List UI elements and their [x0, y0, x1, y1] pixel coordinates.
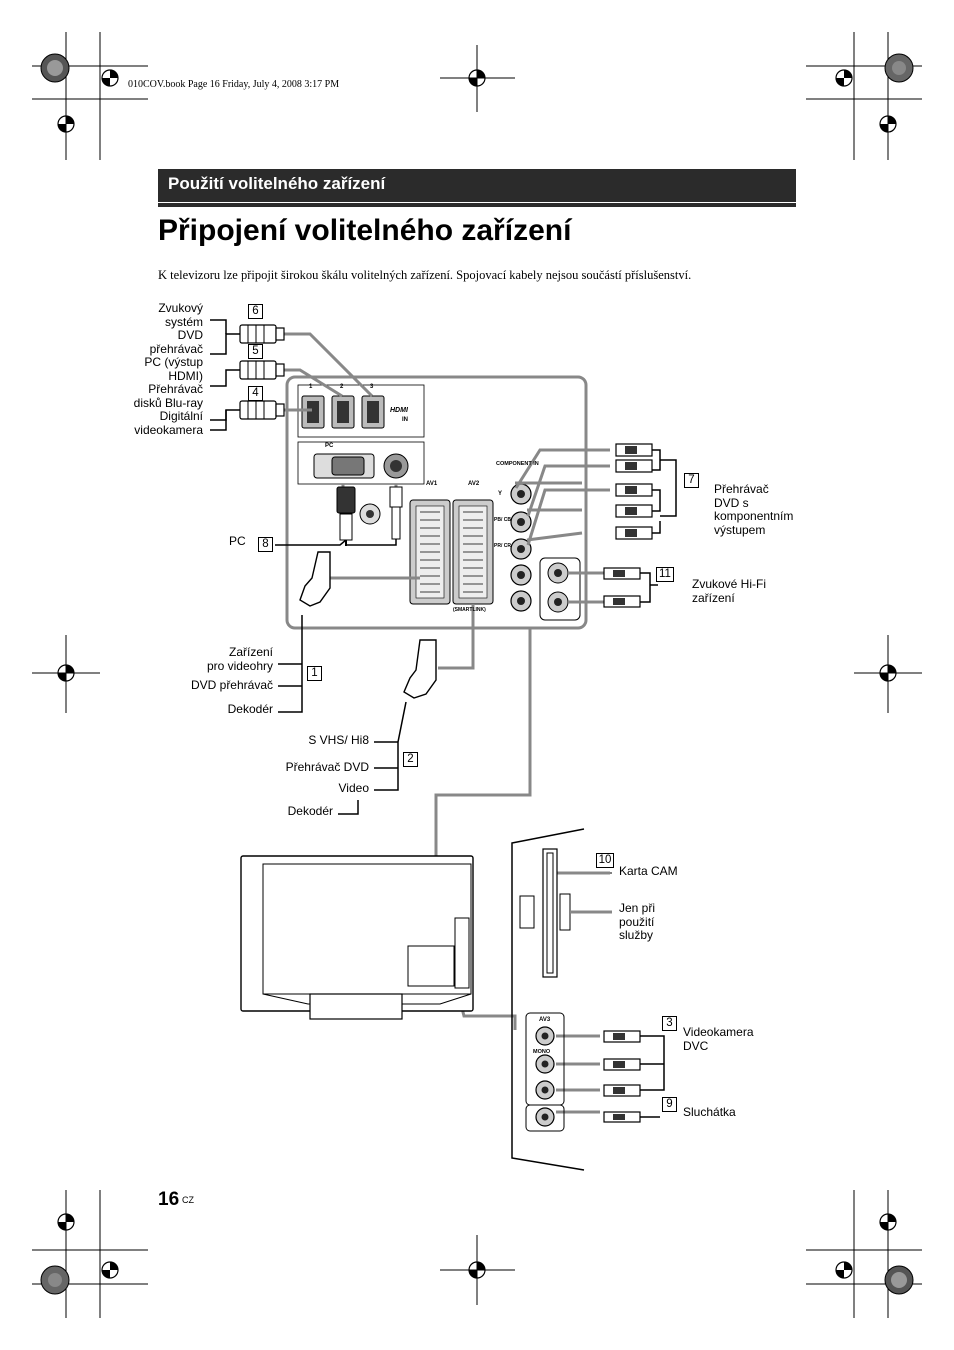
label-line: DVD — [177, 328, 203, 342]
component-in-label: COMPONENT IN — [496, 461, 539, 467]
header-rule — [158, 203, 796, 207]
smartlink-label: (SMARTLINK) — [453, 607, 486, 613]
label-line: videokamera — [134, 422, 203, 437]
game-label: Zařízení pro videohry — [190, 645, 273, 673]
hdmi-devices-label: Zvukový systém DVD přehrávač PC (výstup … — [110, 301, 203, 437]
component-dvd-label: Přehrávač DVD s komponentním výstupem — [714, 482, 794, 537]
pc-port-label: PC — [325, 443, 334, 449]
label-line: pro videohry — [206, 658, 273, 673]
av2-label: AV2 — [468, 481, 480, 487]
pb-label: PB/ CB — [494, 517, 511, 523]
label-line: systém — [164, 314, 203, 329]
callout-5: 5 — [248, 344, 263, 359]
label-line: výstupem — [714, 522, 766, 537]
dvd-player-2-label: Přehrávač DVD — [285, 760, 369, 774]
hdmi-2-label: 2 — [340, 384, 344, 390]
av3-label: AV3 — [539, 1017, 551, 1023]
label-line: Přehrávač — [714, 482, 769, 496]
mono-label: MONO — [533, 1049, 551, 1055]
label-line: přehrávač — [149, 341, 203, 356]
dvd-player-label: DVD přehrávač — [190, 678, 273, 692]
hdmi-1-label: 1 — [309, 384, 313, 390]
language-code: CZ — [182, 1195, 194, 1205]
hdmi-in-label: IN — [402, 417, 408, 423]
label-line: Jen při — [619, 901, 656, 915]
label-line: Videokamera — [683, 1025, 754, 1039]
label-line: PC (výstup — [144, 355, 203, 369]
page-number: 16 — [158, 1189, 180, 1210]
callout-11: 11 — [656, 567, 674, 582]
cam-label: Karta CAM — [619, 864, 678, 878]
callout-9: 9 — [662, 1097, 677, 1112]
label-line: použití — [619, 914, 655, 929]
decoder-label-1: Dekodér — [227, 702, 273, 716]
book-info: 010COV.book Page 16 Friday, July 4, 2008… — [128, 79, 340, 90]
decoder-label-2: Dekodér — [287, 804, 333, 818]
hdmi-3-label: 3 — [370, 384, 374, 390]
video-label: Video — [338, 781, 369, 795]
label-line: Přehrávač — [148, 382, 203, 396]
label-line: disků Blu-ray — [133, 395, 203, 410]
pr-label: PR/ CR — [494, 543, 511, 549]
callout-1: 1 — [307, 666, 322, 681]
pc-label: PC — [229, 534, 246, 548]
av1-label: AV1 — [426, 481, 438, 487]
callout-3: 3 — [662, 1016, 677, 1031]
callout-8: 8 — [258, 537, 273, 552]
callout-7: 7 — [684, 473, 699, 488]
label-line: Zařízení — [228, 645, 273, 659]
intro-text: K televizoru lze připojit širokou škálu … — [158, 268, 692, 282]
label-line: služby — [619, 928, 654, 942]
label-line: Digitální — [159, 409, 203, 423]
label-line: Zvukový — [158, 301, 203, 315]
callout-4: 4 — [248, 386, 263, 401]
label-line: DVC — [683, 1038, 709, 1053]
y-label: Y — [498, 491, 503, 497]
service-label: Jen při použití služby — [619, 901, 656, 943]
hifi-label: Zvukové Hi-Fi zařízení — [692, 577, 767, 605]
label-line: zařízení — [692, 590, 735, 605]
label-line: HDMI) — [168, 368, 203, 383]
label-line: Zvukové Hi-Fi — [692, 577, 767, 591]
svhs-label: S VHS/ Hi8 — [308, 733, 369, 747]
label-line: DVD s — [714, 495, 749, 510]
callout-6: 6 — [248, 304, 263, 319]
hdmi-logo: HDMI — [390, 407, 408, 414]
callout-10: 10 — [596, 853, 614, 868]
label-line: komponentním — [714, 509, 794, 523]
section-header-text: Použití volitelného zařízení — [168, 174, 386, 193]
section-header: Použití volitelného zařízení — [158, 169, 796, 202]
page-title: Připojení volitelného zařízení — [158, 214, 572, 247]
camcorder-label: Videokamera DVC — [683, 1025, 754, 1053]
callout-2: 2 — [403, 752, 418, 767]
tv-body — [240, 855, 474, 1012]
headphones-label: Sluchátka — [683, 1105, 736, 1119]
